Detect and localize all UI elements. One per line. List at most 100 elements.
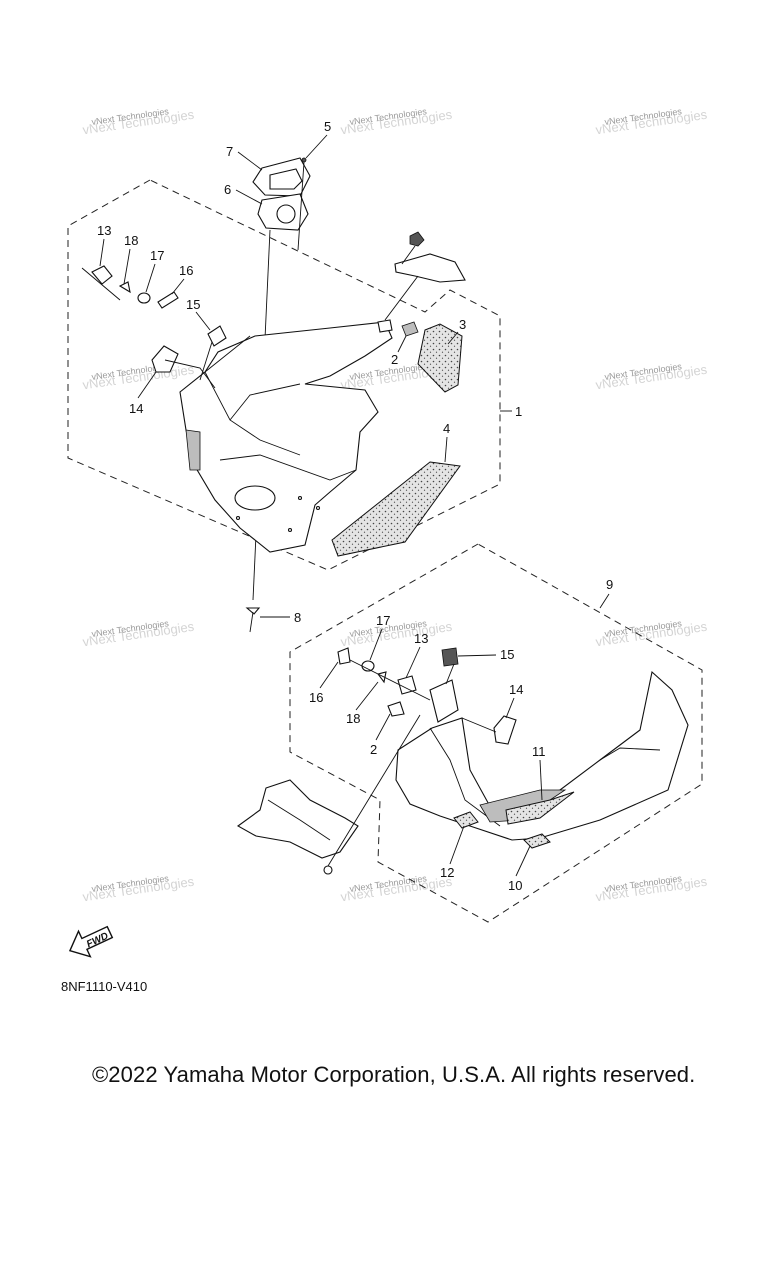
- part-rubber-15-lower: [441, 647, 459, 667]
- part-bolt-16-lower: [337, 647, 351, 665]
- callout-18-lower: 18: [346, 711, 360, 726]
- callout-15: 15: [186, 297, 200, 312]
- callout-13: 13: [97, 223, 111, 238]
- leader-line: [384, 275, 419, 321]
- callout-2-lower: 2: [370, 742, 377, 757]
- part-clip-2: [401, 321, 419, 337]
- part-rivet-8: [245, 607, 261, 615]
- watermark: vNext Technologies vNext Technologies: [82, 106, 196, 137]
- leader-line: [327, 714, 421, 867]
- leader-line: [375, 713, 391, 741]
- callout-1: 1: [515, 404, 522, 419]
- part-bracket: [394, 253, 466, 283]
- lower-edge-line: [429, 727, 501, 827]
- callouts-upper: 1 2 3 4 5 6 7 8 13 14 15 16 17 18: [97, 119, 522, 625]
- cowling-edge-line: [219, 454, 357, 481]
- part-grommet-14-lower: [493, 715, 517, 745]
- leader-line: [319, 661, 339, 689]
- leader-line: [199, 341, 213, 381]
- part-bolt-16: [157, 291, 179, 309]
- part-rubber-15: [207, 325, 227, 347]
- upper-assembly-boundary: [67, 179, 501, 571]
- leader-line: [99, 238, 105, 267]
- cowling-hole: [315, 505, 321, 511]
- bracket-edge-line: [267, 799, 331, 841]
- part-clip-2-small: [377, 319, 393, 333]
- svg-text:FWD: FWD: [85, 931, 110, 951]
- cowling-opening: [234, 485, 276, 511]
- part-foam-pad-4: [331, 461, 461, 557]
- part-rivet-8-shaft: [249, 611, 254, 633]
- assembly-axis-line: [297, 161, 305, 251]
- callout-4: 4: [443, 421, 450, 436]
- part-plate-6-hole: [276, 204, 296, 224]
- callout-13-lower: 13: [414, 631, 428, 646]
- watermark: vNext Technologies vNext Technologies: [82, 618, 196, 649]
- leader-line: [171, 278, 185, 295]
- callout-11: 11: [532, 744, 546, 759]
- leader-line: [164, 359, 216, 389]
- part-foam-3: [417, 323, 463, 393]
- part-lower-cowling-9: [395, 670, 689, 841]
- part-pad-12: [453, 811, 479, 829]
- leader-line: [401, 245, 416, 265]
- leader-line: [515, 845, 531, 877]
- part-pad-10: [523, 833, 551, 849]
- watermark: vNext Technologies vNext Technologies: [595, 361, 709, 392]
- watermark: vNext Technologies vNext Technologies: [595, 873, 709, 904]
- watermark: vNext Technologies vNext Technologies: [340, 106, 454, 137]
- leader-line: [237, 151, 263, 171]
- cowling-hole: [297, 495, 303, 501]
- leader-line: [457, 654, 497, 657]
- part-grommet: [409, 231, 425, 247]
- callout-16-lower: 16: [309, 690, 323, 705]
- leader-line: [539, 759, 543, 801]
- callout-14: 14: [129, 401, 143, 416]
- watermark: vNext Technologies vNext Technologies: [595, 618, 709, 649]
- cowling-edge-line: [204, 371, 301, 456]
- leader-line: [145, 263, 156, 293]
- copyright-notice: ©2022 Yamaha Motor Corporation, U.S.A. A…: [92, 1062, 696, 1087]
- callout-14-lower: 14: [509, 682, 523, 697]
- part-nut-13: [91, 265, 113, 285]
- part-pad-11: [505, 791, 575, 825]
- cowling-hole: [287, 527, 293, 533]
- callout-12: 12: [440, 865, 454, 880]
- callout-16: 16: [179, 263, 193, 278]
- watermark: vNext Technologies vNext Technologies: [340, 873, 454, 904]
- part-grommet-lower: [323, 865, 333, 875]
- callout-6: 6: [224, 182, 231, 197]
- part-clip-18: [118, 281, 131, 294]
- lower-bracket: [429, 679, 459, 723]
- part-gasket-7: [252, 157, 311, 197]
- callout-15-lower: 15: [500, 647, 514, 662]
- watermark: vNext Technologies vNext Technologies: [82, 873, 196, 904]
- callout-17: 17: [150, 248, 164, 263]
- callout-17-lower: 17: [376, 613, 390, 628]
- leader-line: [305, 134, 328, 159]
- cowling-edge-line: [204, 335, 251, 373]
- cowling-hole: [235, 515, 241, 521]
- leader-line: [397, 335, 407, 353]
- callouts-lower: 2 9 10 11 12 13 14 15 16 17 18: [309, 577, 613, 893]
- watermark: vNext Technologies vNext Technologies: [595, 106, 709, 137]
- leader-line: [355, 681, 379, 711]
- leader-line: [445, 663, 455, 685]
- leader-line: [137, 371, 157, 399]
- leader-line: [235, 189, 263, 205]
- leader-line: [447, 331, 459, 345]
- leader-line: [123, 248, 131, 285]
- part-nut-13-lower: [397, 675, 417, 695]
- part-screw-5: [301, 157, 307, 163]
- fwd-arrow-icon: FWD: [68, 925, 114, 958]
- lower-edge-line: [599, 747, 661, 761]
- leader-line: [449, 825, 465, 865]
- watermark: vNext Technologies vNext Technologies: [340, 618, 454, 649]
- part-washer-17: [137, 292, 151, 304]
- callout-3: 3: [459, 317, 466, 332]
- callout-7: 7: [226, 144, 233, 159]
- lower-assembly-boundary: [289, 543, 703, 923]
- leader-line: [505, 697, 515, 719]
- callout-5: 5: [324, 119, 331, 134]
